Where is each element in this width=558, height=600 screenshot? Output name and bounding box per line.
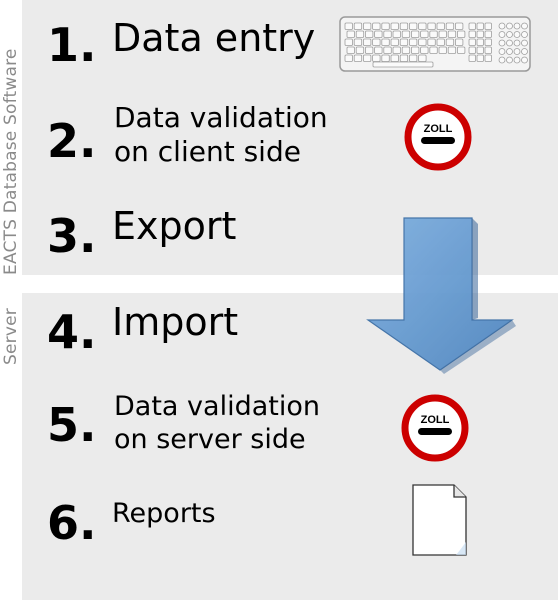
customs-stop-sign-icon: ZOLL xyxy=(401,394,469,462)
step-5-label-line-1: Data validation xyxy=(114,391,320,422)
step-2-number: 2. xyxy=(47,114,97,168)
step-6-label: Reports xyxy=(112,498,216,531)
customs-stop-sign-icon: ZOLL xyxy=(404,103,472,171)
step-2-label-line-1: Data validation xyxy=(114,101,328,134)
step-3-label-line-1: Export xyxy=(112,204,237,248)
down-arrow-icon xyxy=(366,217,516,374)
step-1-label-line-1: Data entry xyxy=(112,16,316,60)
step-1-number: 1. xyxy=(47,18,97,72)
step-2-label-line-2: on client side xyxy=(114,134,301,168)
client-section-label: EACTS Database Software xyxy=(1,48,21,275)
step-6-label-line-1: Reports xyxy=(112,498,216,529)
server-section-label: Server xyxy=(1,308,21,365)
step-4-number: 4. xyxy=(47,305,97,359)
step-5-label: Data validation on server side xyxy=(114,391,320,457)
step-3-label: Export xyxy=(112,204,237,248)
step-1-label: Data entry xyxy=(112,16,316,60)
step-6-number: 6. xyxy=(47,496,97,550)
customs-sign-text: ZOLL xyxy=(421,414,450,426)
step-4-label-line-1: Import xyxy=(112,300,239,344)
step-5-number: 5. xyxy=(47,398,97,452)
keyboard-icon xyxy=(339,16,531,72)
step-3-number: 3. xyxy=(47,209,97,263)
step-5-label-line-2: on server side xyxy=(114,423,306,455)
document-icon xyxy=(412,484,467,556)
customs-sign-text: ZOLL xyxy=(424,123,453,135)
step-4-label: Import xyxy=(112,300,239,344)
step-2-label: Data validation on client side xyxy=(114,101,328,168)
